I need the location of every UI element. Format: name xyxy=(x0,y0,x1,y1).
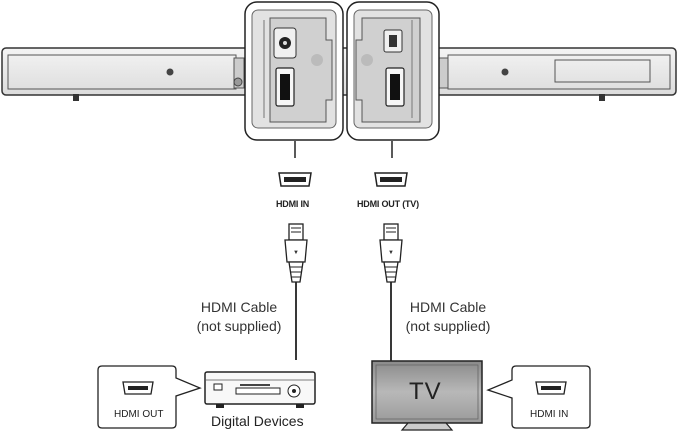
hdmi-out-port-icon xyxy=(374,172,408,187)
right-cable-line2: (not supplied) xyxy=(405,318,491,334)
foot xyxy=(73,94,79,101)
right-hdmi-cable: ▼ xyxy=(379,223,403,362)
hdmi-port-icon xyxy=(280,74,290,100)
left-cable-label: HDMI Cable (not supplied) xyxy=(193,298,285,336)
svg-text:▼: ▼ xyxy=(388,250,394,256)
hdmi-in-label: HDMI IN xyxy=(276,199,310,209)
digital-devices-label: Digital Devices xyxy=(211,413,304,429)
hdmi-out-zoom-panel xyxy=(346,1,440,141)
callout-hdmi-out-label: HDMI OUT xyxy=(114,409,164,420)
left-cable-line2: (not supplied) xyxy=(196,318,282,334)
tv-icon xyxy=(371,360,483,431)
callout-hdmi-in-label: HDMI IN xyxy=(530,409,569,420)
svg-text:▼: ▼ xyxy=(293,250,299,256)
hdmi-port-icon xyxy=(390,74,400,100)
hdmi-in-zoom-panel xyxy=(244,1,344,141)
left-callout xyxy=(97,365,202,429)
hdmi-out-tv-label: HDMI OUT (TV) xyxy=(357,199,419,209)
screw-icon xyxy=(501,68,509,76)
right-callout xyxy=(486,365,591,429)
digital-device-icon xyxy=(204,371,316,408)
foot xyxy=(599,94,605,101)
right-cable-line1: HDMI Cable xyxy=(409,299,487,315)
tv-label: TV xyxy=(409,378,442,405)
screw-icon xyxy=(166,68,174,76)
left-hdmi-cable: ▼ xyxy=(284,223,308,360)
left-cable-line1: HDMI Cable xyxy=(200,299,278,315)
right-cable-label: HDMI Cable (not supplied) xyxy=(402,298,494,336)
hdmi-in-port-icon xyxy=(278,172,312,187)
